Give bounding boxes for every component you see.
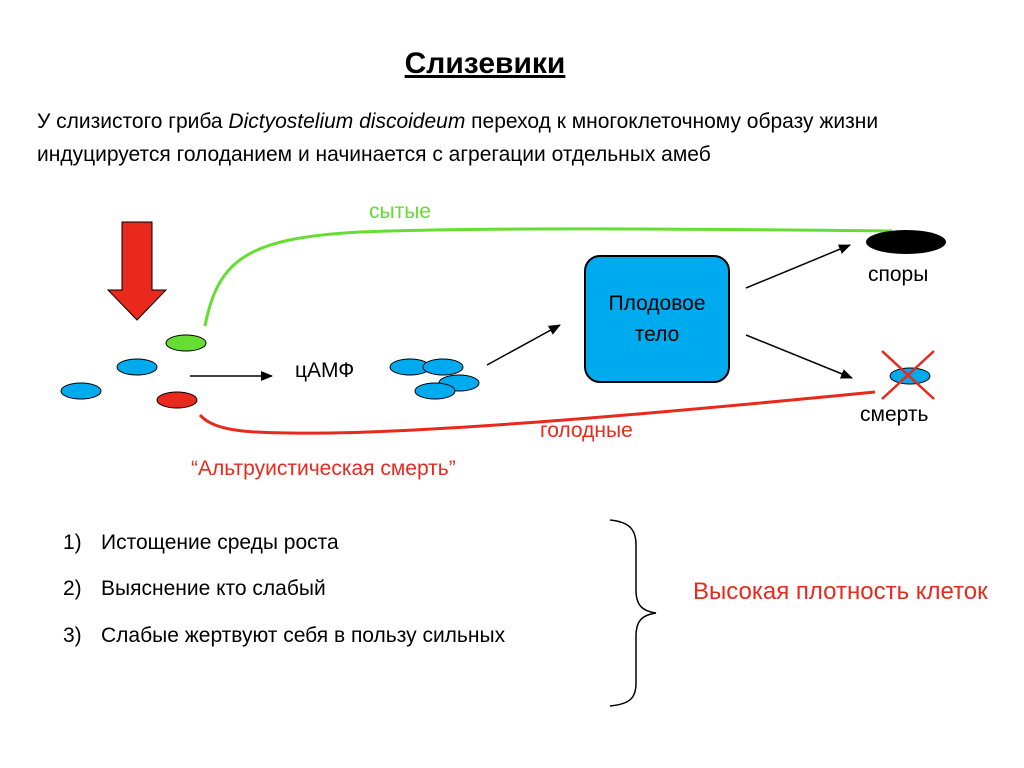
to-spores-arrow <box>745 244 851 289</box>
altruistic-death-label: “Альтруистическая смерть” <box>191 457 456 480</box>
to-fruiting-body-arrow <box>486 324 561 366</box>
intro-after: переход к многоклеточному образу жизни и… <box>37 110 879 166</box>
fed-amoeba <box>165 334 207 352</box>
starvation-arrow <box>106 221 168 321</box>
list-item: 1)Истощение среды роста <box>63 531 339 554</box>
aggregated-amoeba <box>422 358 464 376</box>
hungry-amoeba <box>156 391 198 409</box>
list-item: 2)Выяснение кто слабый <box>63 577 326 600</box>
cross-icon <box>881 350 935 400</box>
page-title: Слизевики <box>404 47 566 80</box>
fruiting-body: Плодовое тело <box>584 255 730 383</box>
amoeba <box>116 358 158 376</box>
fed-label: сытые <box>369 200 431 223</box>
death-label: смерть <box>860 403 929 426</box>
hungry-path <box>198 390 876 435</box>
conclusion-text: Высокая плотность клеток <box>693 578 988 605</box>
amoeba <box>60 382 102 400</box>
intro-text: У слизистого гриба Dictyostelium discoid… <box>37 105 997 171</box>
spores-label: споры <box>868 263 929 286</box>
brace <box>609 519 657 707</box>
aggregated-amoeba <box>414 382 456 400</box>
species-name: Dictyostelium discoideum <box>228 110 466 133</box>
to-death-arrow <box>745 334 853 379</box>
hungry-label: голодные <box>540 419 633 442</box>
camp-label: цАМФ <box>295 359 355 382</box>
list-item: 3)Слабые жертвуют себя в пользу сильных <box>63 624 506 647</box>
fruiting-body-label: Плодовое тело <box>608 292 706 346</box>
spore <box>866 230 946 254</box>
intro-before: У слизистого гриба <box>37 110 229 133</box>
fed-path <box>203 227 893 327</box>
